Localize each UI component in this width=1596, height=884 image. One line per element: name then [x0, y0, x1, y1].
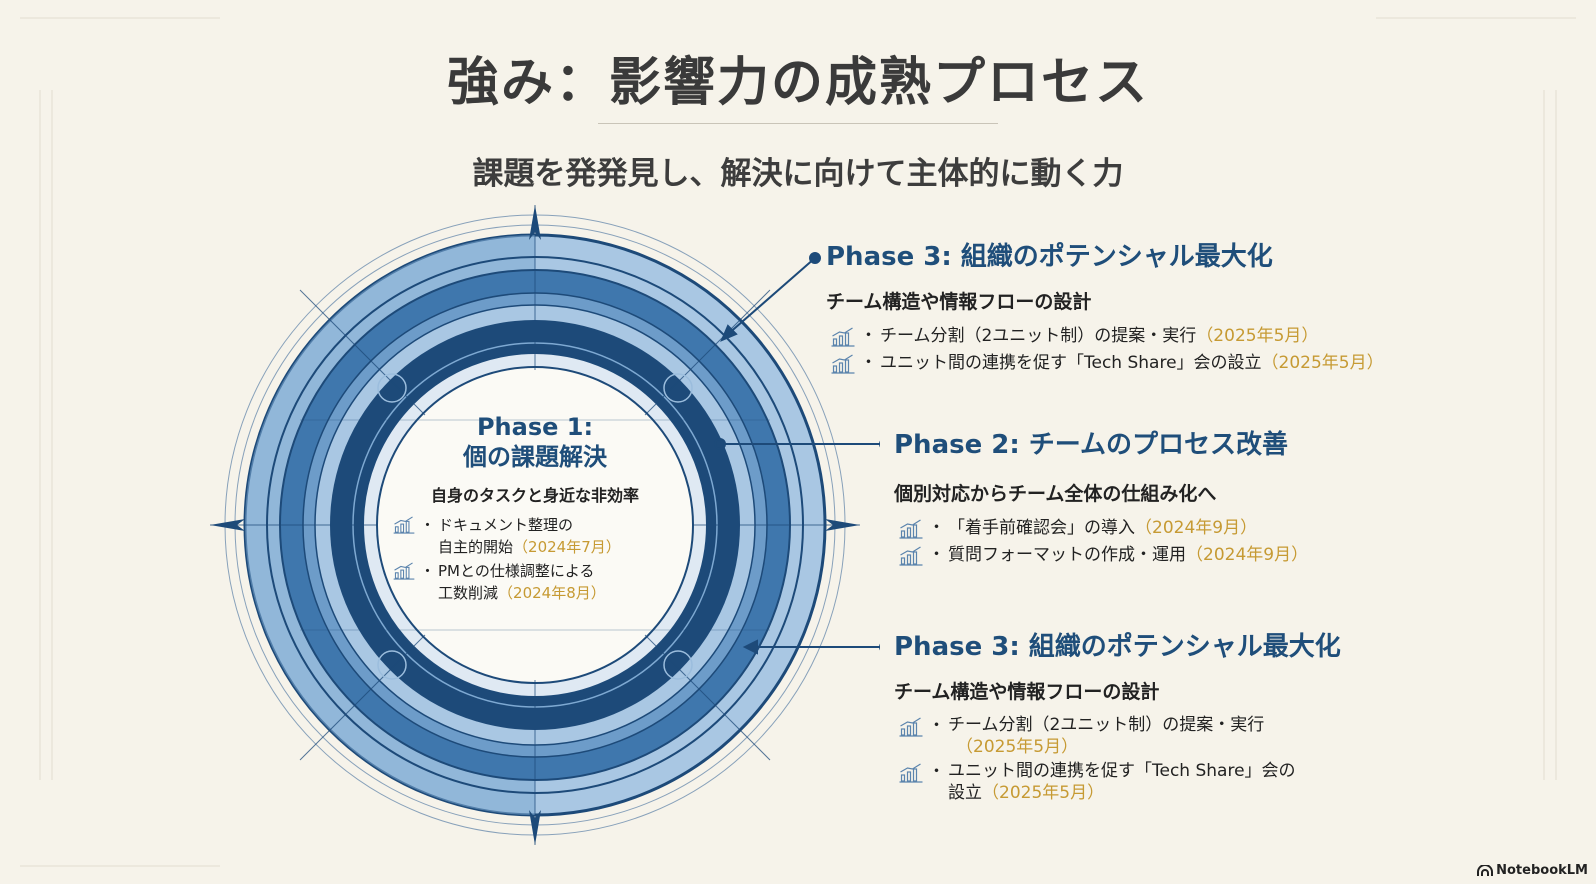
notebooklm-logo-icon	[1477, 864, 1494, 876]
list-item: ・ ドキュメント整理の自主的開始（2024年7月）	[392, 514, 680, 558]
phase3-bottom-list: ・ チーム分割（2ユニット制）の提案・実行（2025年5月） ・ ユニット間の連…	[898, 714, 1341, 804]
list-item: ・ ユニット間の連携を促す「Tech Share」会の設立（2025年5月）	[830, 351, 1384, 376]
item-text: チーム分割（2ユニット制）の提案・実行	[880, 326, 1197, 346]
item-date: （2024年7月）	[513, 538, 621, 556]
item-text: ドキュメント整理の自主的開始（2024年7月）	[438, 516, 621, 556]
phase1-subtitle: 自身のタスクと身近な非効率	[430, 486, 639, 505]
phase2-subtitle: 個別対応からチーム全体の仕組み化へ	[894, 483, 1217, 505]
notebooklm-brand: NotebookLM	[1477, 863, 1588, 878]
item-text: 質問フォーマットの作成・運用	[948, 545, 1186, 565]
bullet: ・	[928, 518, 945, 538]
bullet: ・	[928, 762, 945, 782]
item-date: （2025年5月）	[1261, 353, 1384, 373]
bullet: ・	[928, 716, 945, 736]
page-title: 強み：影響力の成熟プロセス	[446, 53, 1149, 113]
bullet: ・	[860, 326, 877, 346]
bullet: ・	[860, 353, 877, 373]
brand-label: NotebookLM	[1496, 863, 1588, 878]
list-item: ・ チーム分割（2ユニット制）の提案・実行（2025年5月）	[898, 714, 1341, 758]
phase3-top-list: ・ チーム分割（2ユニット制）の提案・実行（2025年5月） ・ ユニット間の連…	[830, 324, 1384, 376]
title-divider	[598, 123, 998, 124]
chart-icon	[830, 327, 856, 347]
chart-icon	[393, 562, 415, 580]
item-text: PMとの仕様調整による工数削減（2024年8月）	[438, 562, 606, 602]
page-subtitle: 課題を発発見し、解決に向けて主体的に動く力	[472, 156, 1124, 192]
phase1-panel: Phase 1: 個の課題解決 自身のタスクと身近な非効率 ・ ドキュメント整理…	[390, 412, 680, 606]
phase1-title-line2: 個の課題解決	[463, 443, 607, 471]
item-date: （2024年8月）	[498, 584, 606, 602]
bullet: ・	[928, 545, 945, 565]
chart-icon	[830, 354, 856, 374]
item-date: （2025年5月）	[956, 737, 1079, 757]
item-date: （2024年9月）	[1135, 518, 1258, 538]
phase1-title: Phase 1: 個の課題解決	[390, 412, 680, 472]
list-item: ・ チーム分割（2ユニット制）の提案・実行（2025年5月）	[830, 324, 1384, 349]
maturity-ring-diagram	[210, 205, 880, 845]
phase2-panel: Phase 2: チームのプロセス改善 個別対応からチーム全体の仕組み化へ ・ …	[894, 424, 1308, 570]
item-date: （2024年9月）	[1186, 545, 1309, 565]
phase3-bottom-subtitle: チーム構造や情報フローの設計	[894, 681, 1160, 703]
chart-icon	[393, 516, 415, 534]
phase2-title: Phase 2: チームのプロセス改善	[894, 430, 1289, 460]
item-text: チーム分割（2ユニット制）の提案・実行（2025年5月）	[948, 715, 1265, 757]
phase3-top-title: Phase 3: 組織のポテンシャル最大化	[826, 242, 1273, 272]
list-item: ・ PMとの仕様調整による工数削減（2024年8月）	[392, 560, 680, 604]
phase1-list: ・ ドキュメント整理の自主的開始（2024年7月） ・ PMとの仕様調整による工…	[392, 514, 680, 604]
phase3-bottom-title: Phase 3: 組織のポテンシャル最大化	[894, 632, 1341, 662]
phase3-top-panel: Phase 3: 組織のポテンシャル最大化 チーム構造や情報フローの設計 ・ チ…	[826, 236, 1384, 378]
item-date: （2025年5月）	[1196, 326, 1319, 346]
bullet: ・	[420, 562, 436, 580]
chart-icon	[898, 546, 924, 566]
item-date: （2025年5月）	[982, 783, 1105, 803]
chart-icon	[898, 763, 924, 783]
item-text: ユニット間の連携を促す「Tech Share」会の設立（2025年5月）	[948, 761, 1296, 803]
phase2-list: ・ 「着手前確認会」の導入（2024年9月） ・ 質問フォーマットの作成・運用（…	[898, 516, 1308, 568]
list-item: ・ 質問フォーマットの作成・運用（2024年9月）	[898, 543, 1308, 568]
chart-icon	[898, 519, 924, 539]
phase3-top-subtitle: チーム構造や情報フローの設計	[826, 291, 1092, 313]
list-item: ・ ユニット間の連携を促す「Tech Share」会の設立（2025年5月）	[898, 760, 1341, 804]
bullet: ・	[420, 516, 436, 534]
phase1-title-line1: Phase 1:	[476, 413, 594, 441]
item-text: ユニット間の連携を促す「Tech Share」会の設立	[880, 353, 1262, 373]
item-text: 「着手前確認会」の導入	[948, 518, 1135, 538]
chart-icon	[898, 717, 924, 737]
list-item: ・ 「着手前確認会」の導入（2024年9月）	[898, 516, 1308, 541]
phase3-bottom-panel: Phase 3: 組織のポテンシャル最大化 チーム構造や情報フローの設計 ・ チ…	[894, 626, 1341, 806]
